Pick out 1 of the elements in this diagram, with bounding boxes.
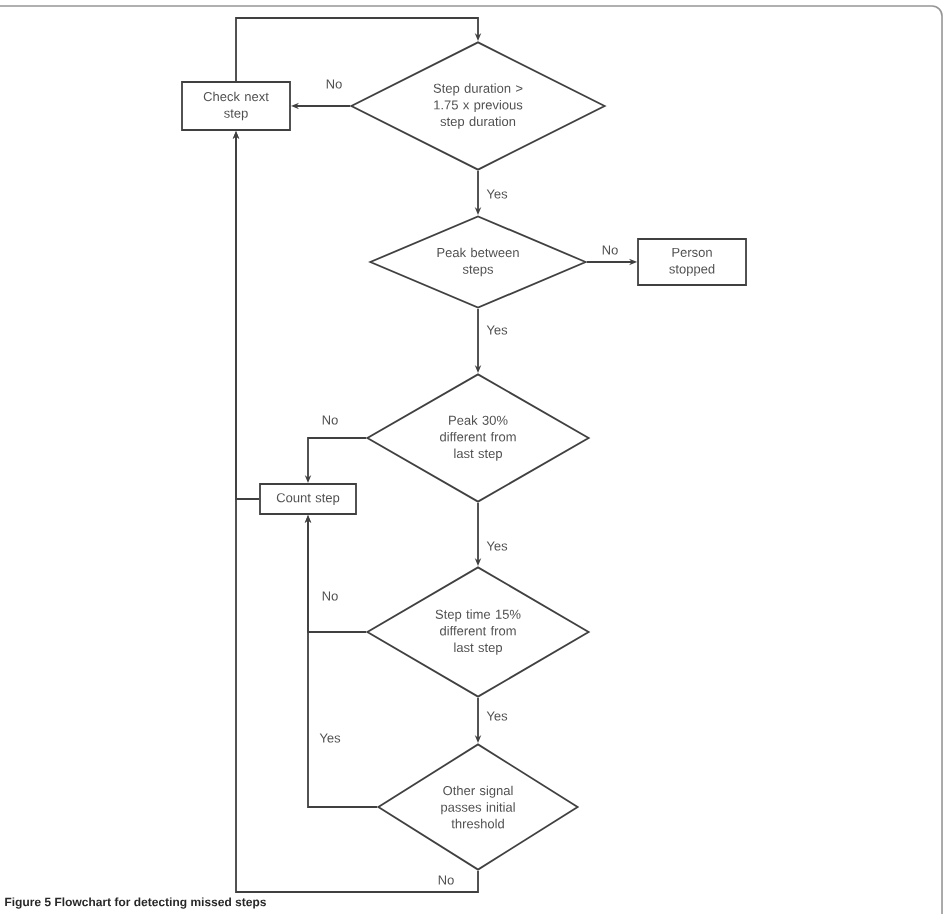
arrow xyxy=(235,17,482,82)
